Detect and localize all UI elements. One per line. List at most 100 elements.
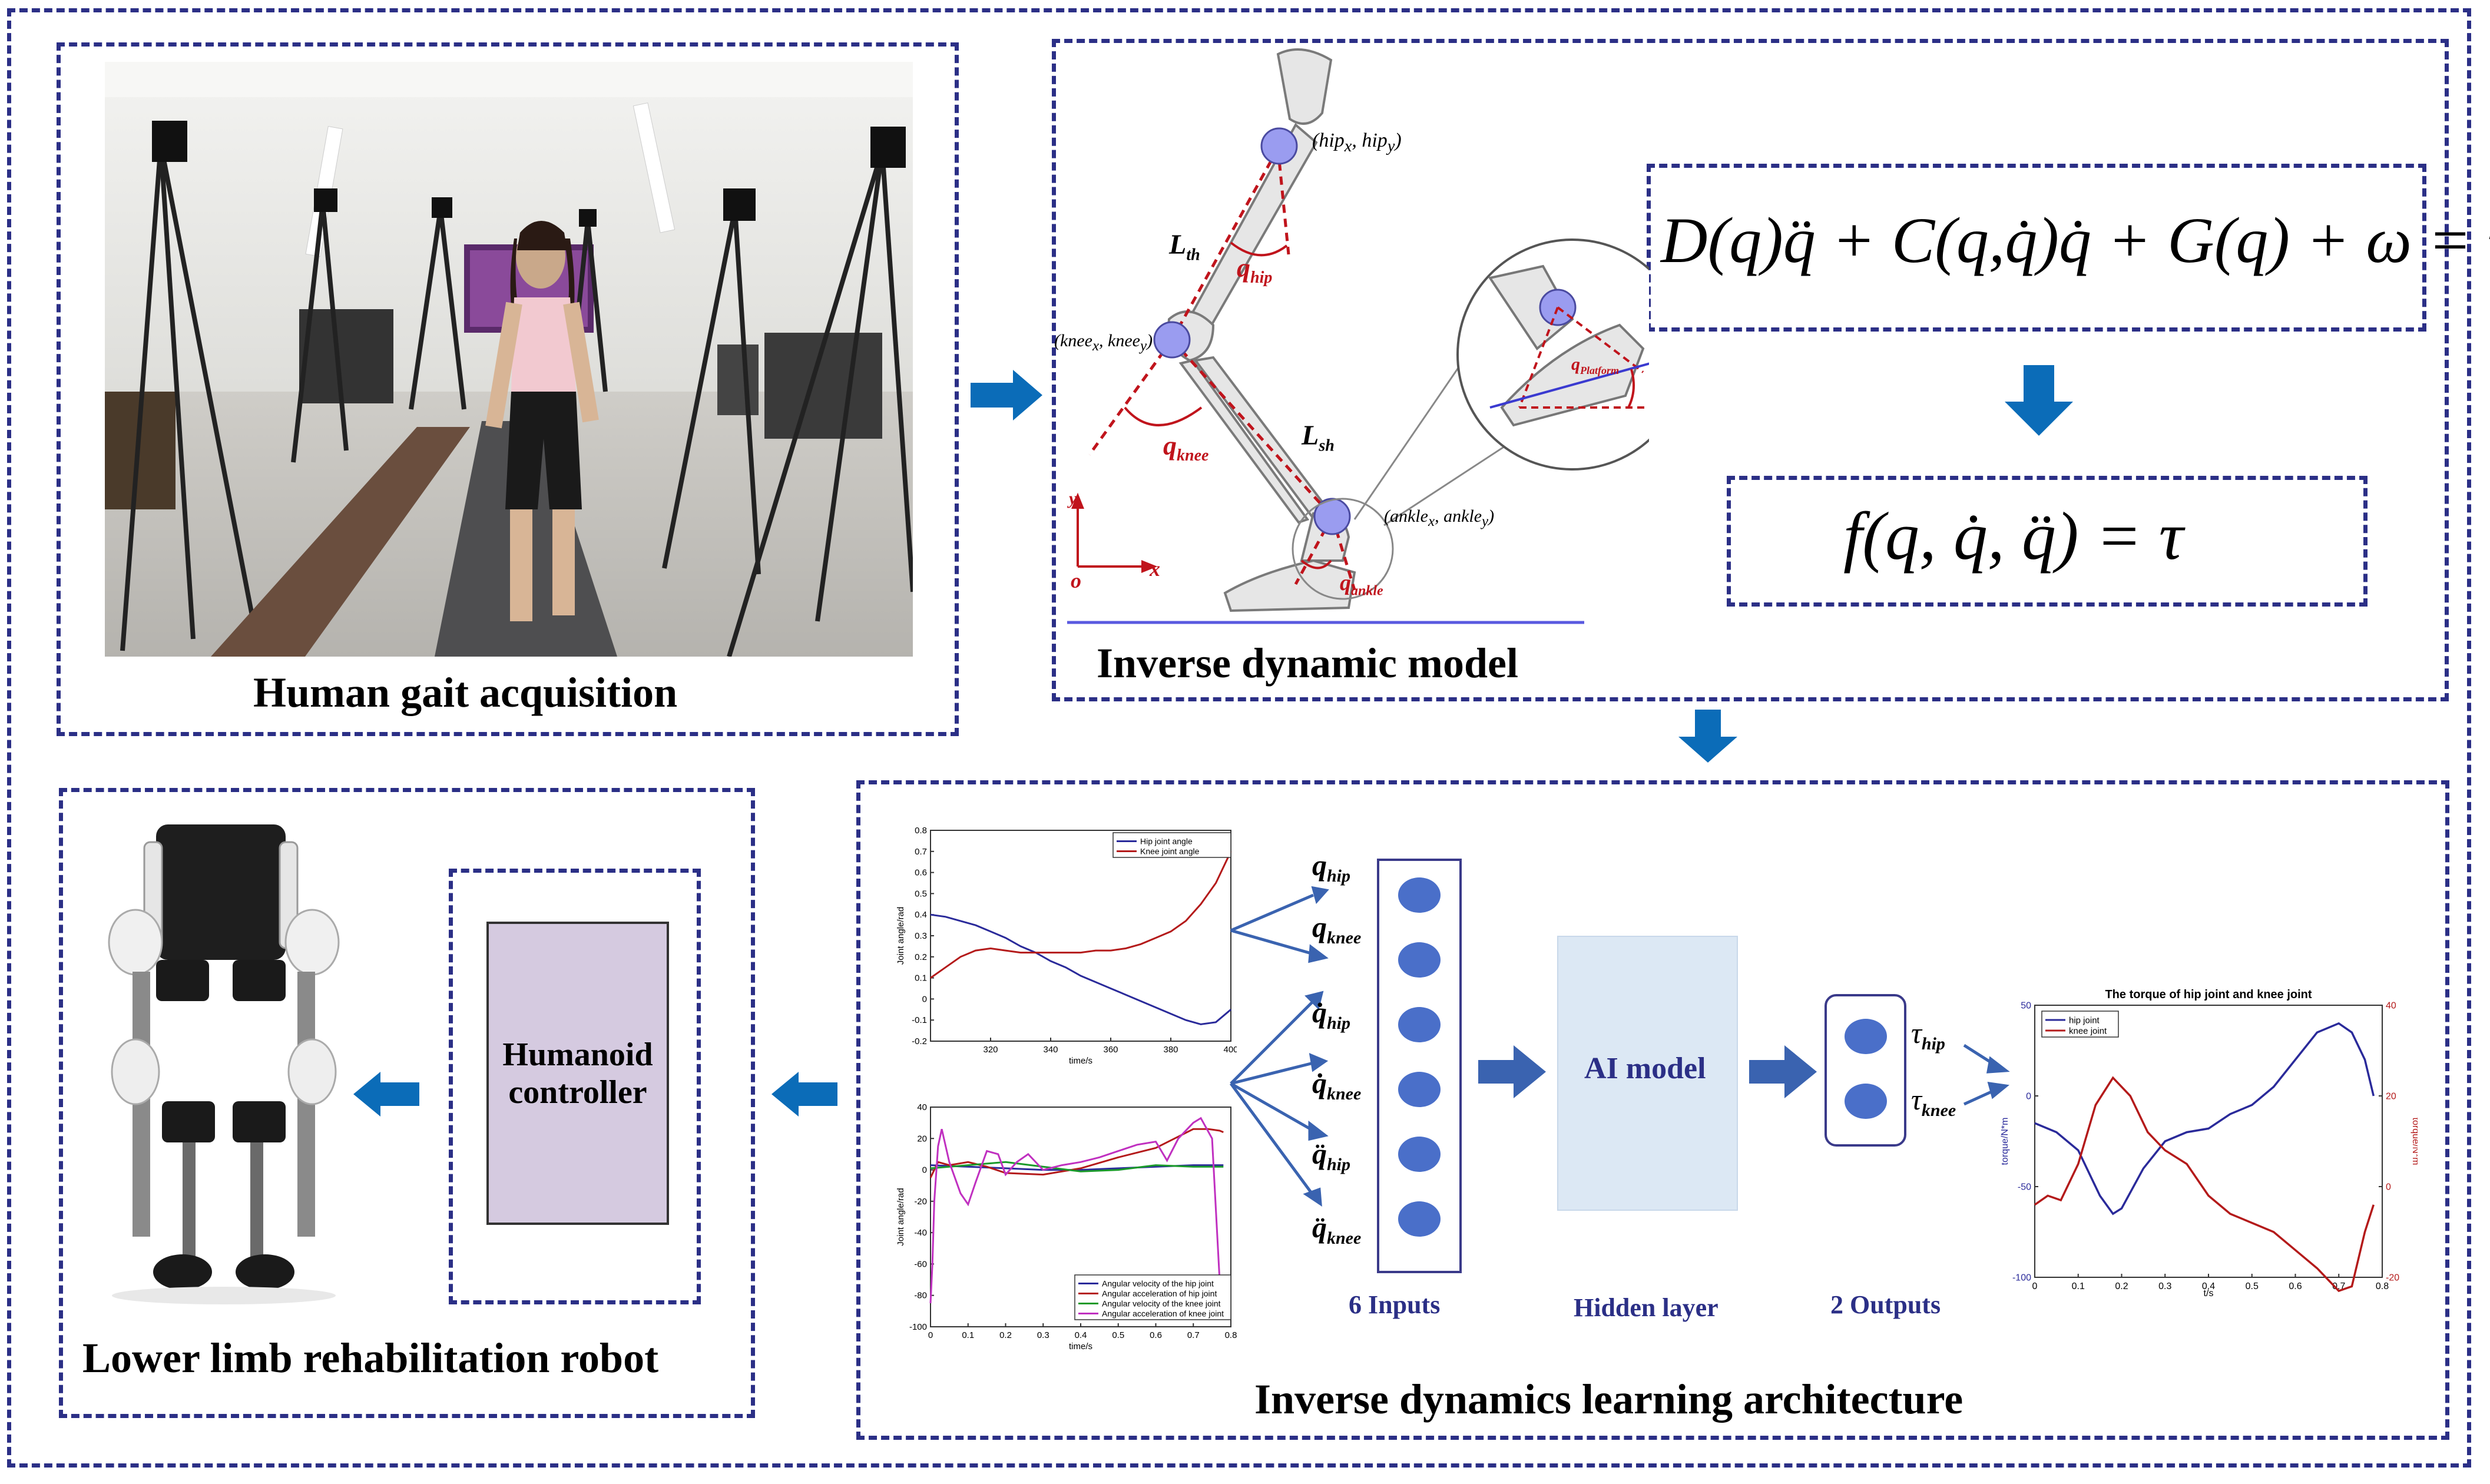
input-qdot-hip: q̇hip <box>1312 996 1351 1033</box>
caption-robot: Lower limb rehabilitation robot <box>82 1334 659 1382</box>
series-line <box>929 1117 1224 1304</box>
x-tick-label: 340 <box>1043 1045 1058 1055</box>
input-qdot-knee: q̇knee <box>1312 1066 1362 1104</box>
red-dashed-lines <box>1088 147 1356 591</box>
arrow-model-to-learning <box>1678 710 1737 763</box>
x-tick-label: 0.2 <box>999 1330 1012 1340</box>
label-q-ankle: qankle <box>1340 571 1383 599</box>
y-tick-label: -40 <box>914 1228 927 1238</box>
x-tick-label: 0.2 <box>2115 1281 2128 1291</box>
y-tick-label: -100 <box>2012 1273 2031 1283</box>
input-qddot-knee: q̈knee <box>1312 1211 1362 1248</box>
y-tick-label: 40 <box>917 1102 927 1112</box>
y-right-tick-label: 20 <box>2386 1091 2396 1101</box>
y-right-tick-label: -20 <box>2386 1273 2399 1283</box>
y-axis-label: Joint angle/rad <box>896 907 906 965</box>
controller-label-line1: Humanoid <box>502 1036 653 1073</box>
exoskeleton-robot-illustration <box>108 824 340 1304</box>
y-tick-label: 0 <box>2026 1091 2031 1101</box>
series-line <box>929 1128 1224 1178</box>
x-tick-label: 0.5 <box>1112 1330 1124 1340</box>
legend-label: Angular acceleration of knee joint <box>1102 1309 1224 1319</box>
plot-area <box>2034 1005 2383 1278</box>
y-tick-label: 0.6 <box>915 868 927 878</box>
y-tick-label: 0.4 <box>915 910 927 920</box>
x-axis-label: time/s <box>1069 1341 1092 1352</box>
ai-model-box <box>1557 936 1738 1211</box>
controller-frame <box>449 869 701 1304</box>
legend-box <box>2041 1011 2119 1038</box>
y-tick-label: 0.5 <box>915 889 927 899</box>
series-line <box>930 913 1231 1025</box>
arrow-learning-to-controller <box>771 1072 837 1117</box>
y-tick-label: -20 <box>914 1197 927 1207</box>
output-layer-box <box>1825 994 1906 1147</box>
x-tick-label: 0.6 <box>1150 1330 1162 1340</box>
y-tick-label: -80 <box>914 1291 927 1301</box>
ankle-joint-circle <box>1313 498 1351 535</box>
leg-skeleton-diagram <box>1067 48 1649 624</box>
arrow-controller-to-robot <box>353 1072 419 1117</box>
x-tick-label: 0.4 <box>1075 1330 1087 1340</box>
x-tick-label: 0.4 <box>2202 1281 2215 1291</box>
x-tick-label: 0.3 <box>2158 1281 2171 1291</box>
chart-title: The torque of hip joint and knee joint <box>2105 988 2312 1001</box>
series-line <box>930 851 1232 979</box>
y-tick-label: -50 <box>2018 1182 2031 1192</box>
label-shank-length: Lsh <box>1302 420 1335 455</box>
humanoid-controller-box: Humanoid controller <box>486 922 669 1225</box>
output-tau-hip: τhip <box>1911 1016 1945 1054</box>
y-tick-label: -60 <box>914 1259 927 1269</box>
legend-label: knee joint <box>2069 1026 2107 1036</box>
hidden-layer-label: Hidden layer <box>1574 1293 1719 1322</box>
outputs-label: 2 Outputs <box>1830 1290 1941 1319</box>
y-tick-label: 0.2 <box>915 952 927 962</box>
caption-gait: Human gait acquisition <box>253 669 678 716</box>
inputs-label: 6 Inputs <box>1349 1290 1441 1319</box>
legend-label: Angular velocity of the knee joint <box>1102 1299 1221 1309</box>
x-tick-label: 0.1 <box>2072 1281 2085 1291</box>
x-tick-label: 0.3 <box>1037 1330 1049 1340</box>
ai-model-label: AI model <box>1584 1052 1706 1085</box>
x-tick-label: 0.8 <box>2376 1281 2389 1291</box>
series-line <box>2034 1076 2375 1293</box>
y-tick-label: -0.1 <box>912 1015 927 1025</box>
x-tick-label: 320 <box>983 1045 998 1055</box>
legend-label: Angular velocity of the hip joint <box>1102 1279 1214 1288</box>
y-tick-label: 0 <box>922 1165 927 1175</box>
y-tick-label: 50 <box>2021 1001 2031 1011</box>
input-q-hip: qhip <box>1312 849 1351 886</box>
y-tick-label: 20 <box>917 1134 927 1144</box>
legend-label: Hip joint angle <box>1140 837 1193 846</box>
arrow-eq-down <box>2005 365 2073 436</box>
x-tick-label: 380 <box>1163 1045 1178 1055</box>
y-axis-label: Joint angle/rad <box>896 1188 906 1246</box>
y-tick-label: -0.2 <box>912 1036 927 1046</box>
caption-learning: Inverse dynamics learning architecture <box>1254 1376 1963 1423</box>
series-line <box>930 1161 1224 1172</box>
y-tick-label: 0.1 <box>915 973 927 983</box>
label-hip-coords: (hipx, hipy) <box>1312 130 1402 155</box>
x-tick-label: 0.8 <box>1225 1330 1237 1340</box>
y-right-tick-label: 40 <box>2386 1001 2396 1011</box>
learning-frame <box>856 780 2449 1440</box>
controller-label-line2: controller <box>508 1074 647 1111</box>
legend-box <box>1074 1274 1231 1320</box>
output-tau-knee: τknee <box>1911 1083 1956 1120</box>
y-tick-label: 0.7 <box>915 847 927 857</box>
label-axis-y: y <box>1069 489 1077 508</box>
label-axis-o: o <box>1071 569 1081 592</box>
x-tick-label: 0 <box>2032 1281 2038 1291</box>
plot-area <box>930 830 1231 1042</box>
label-q-hip: qhip <box>1237 253 1273 287</box>
input-nodes <box>1398 877 1441 1237</box>
legend-label: Angular acceleration of hip joint <box>1102 1289 1217 1298</box>
legend-box <box>1112 832 1231 858</box>
arrow-gait-to-model <box>971 370 1042 420</box>
inverse-model-frame <box>1052 39 2449 701</box>
y-tick-label: -100 <box>909 1322 927 1332</box>
x-tick-label: 0.6 <box>2289 1281 2302 1291</box>
